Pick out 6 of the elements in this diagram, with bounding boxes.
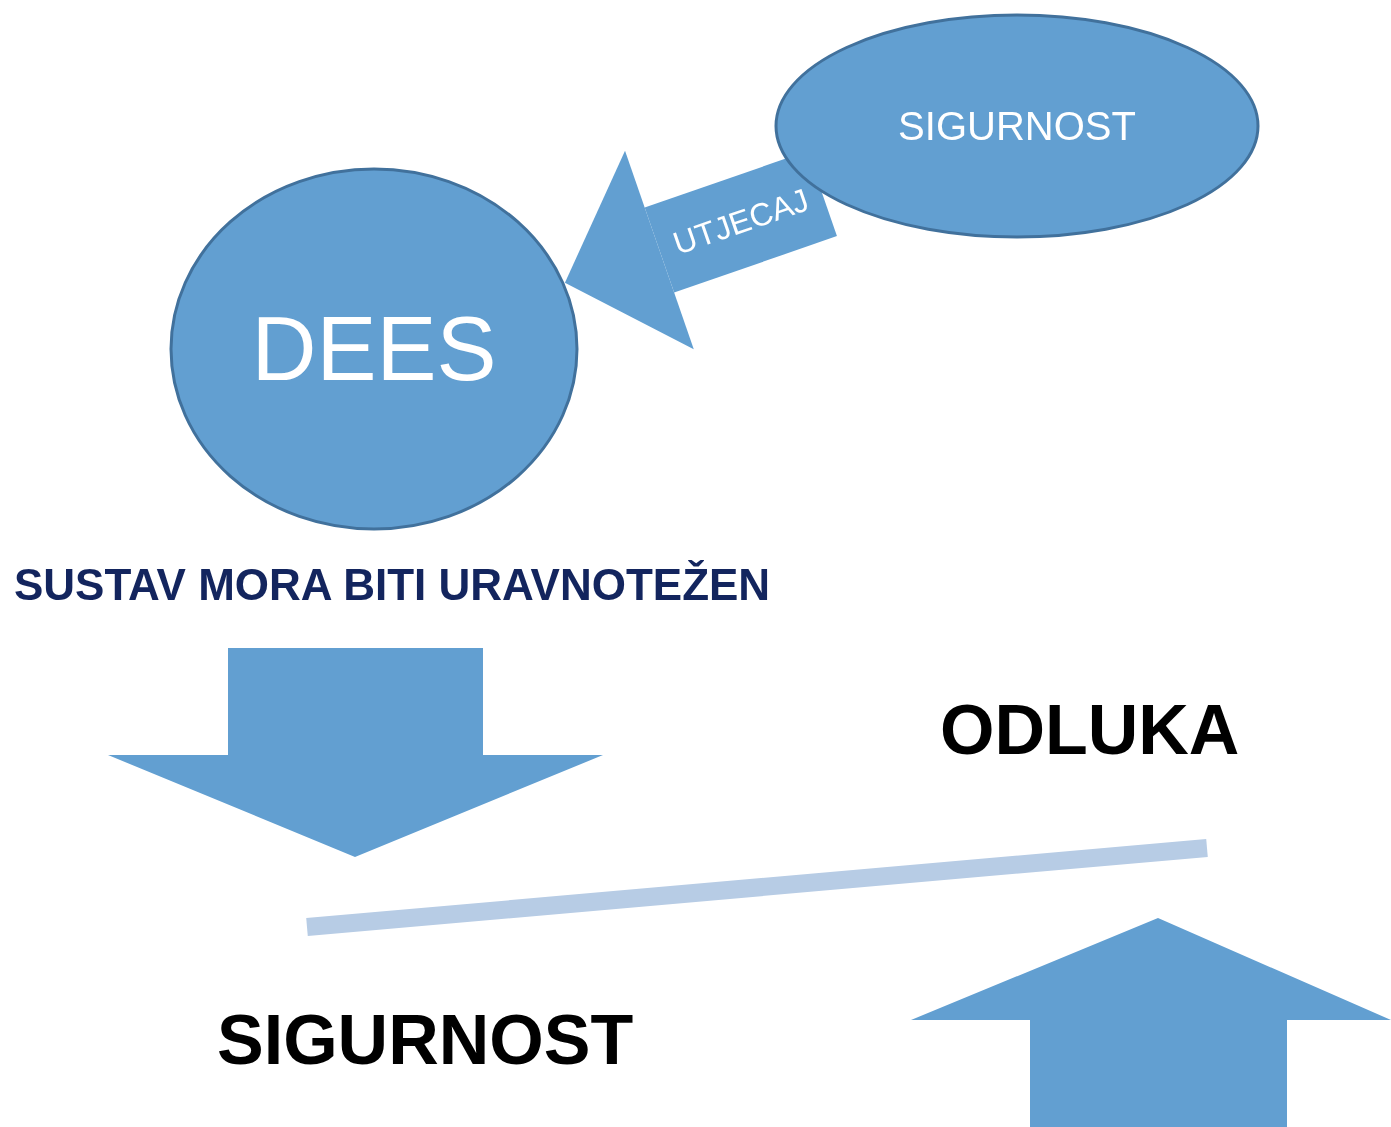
heading: SUSTAV MORA BITI URAVNOTEŽEN xyxy=(14,560,771,610)
scale-label: ODLUKA xyxy=(940,690,1240,770)
node-label: SIGURNOST xyxy=(898,103,1136,149)
block-arrow xyxy=(564,150,837,350)
node-label: DEES xyxy=(251,297,497,401)
scale-label: SIGURNOST xyxy=(217,1000,634,1080)
